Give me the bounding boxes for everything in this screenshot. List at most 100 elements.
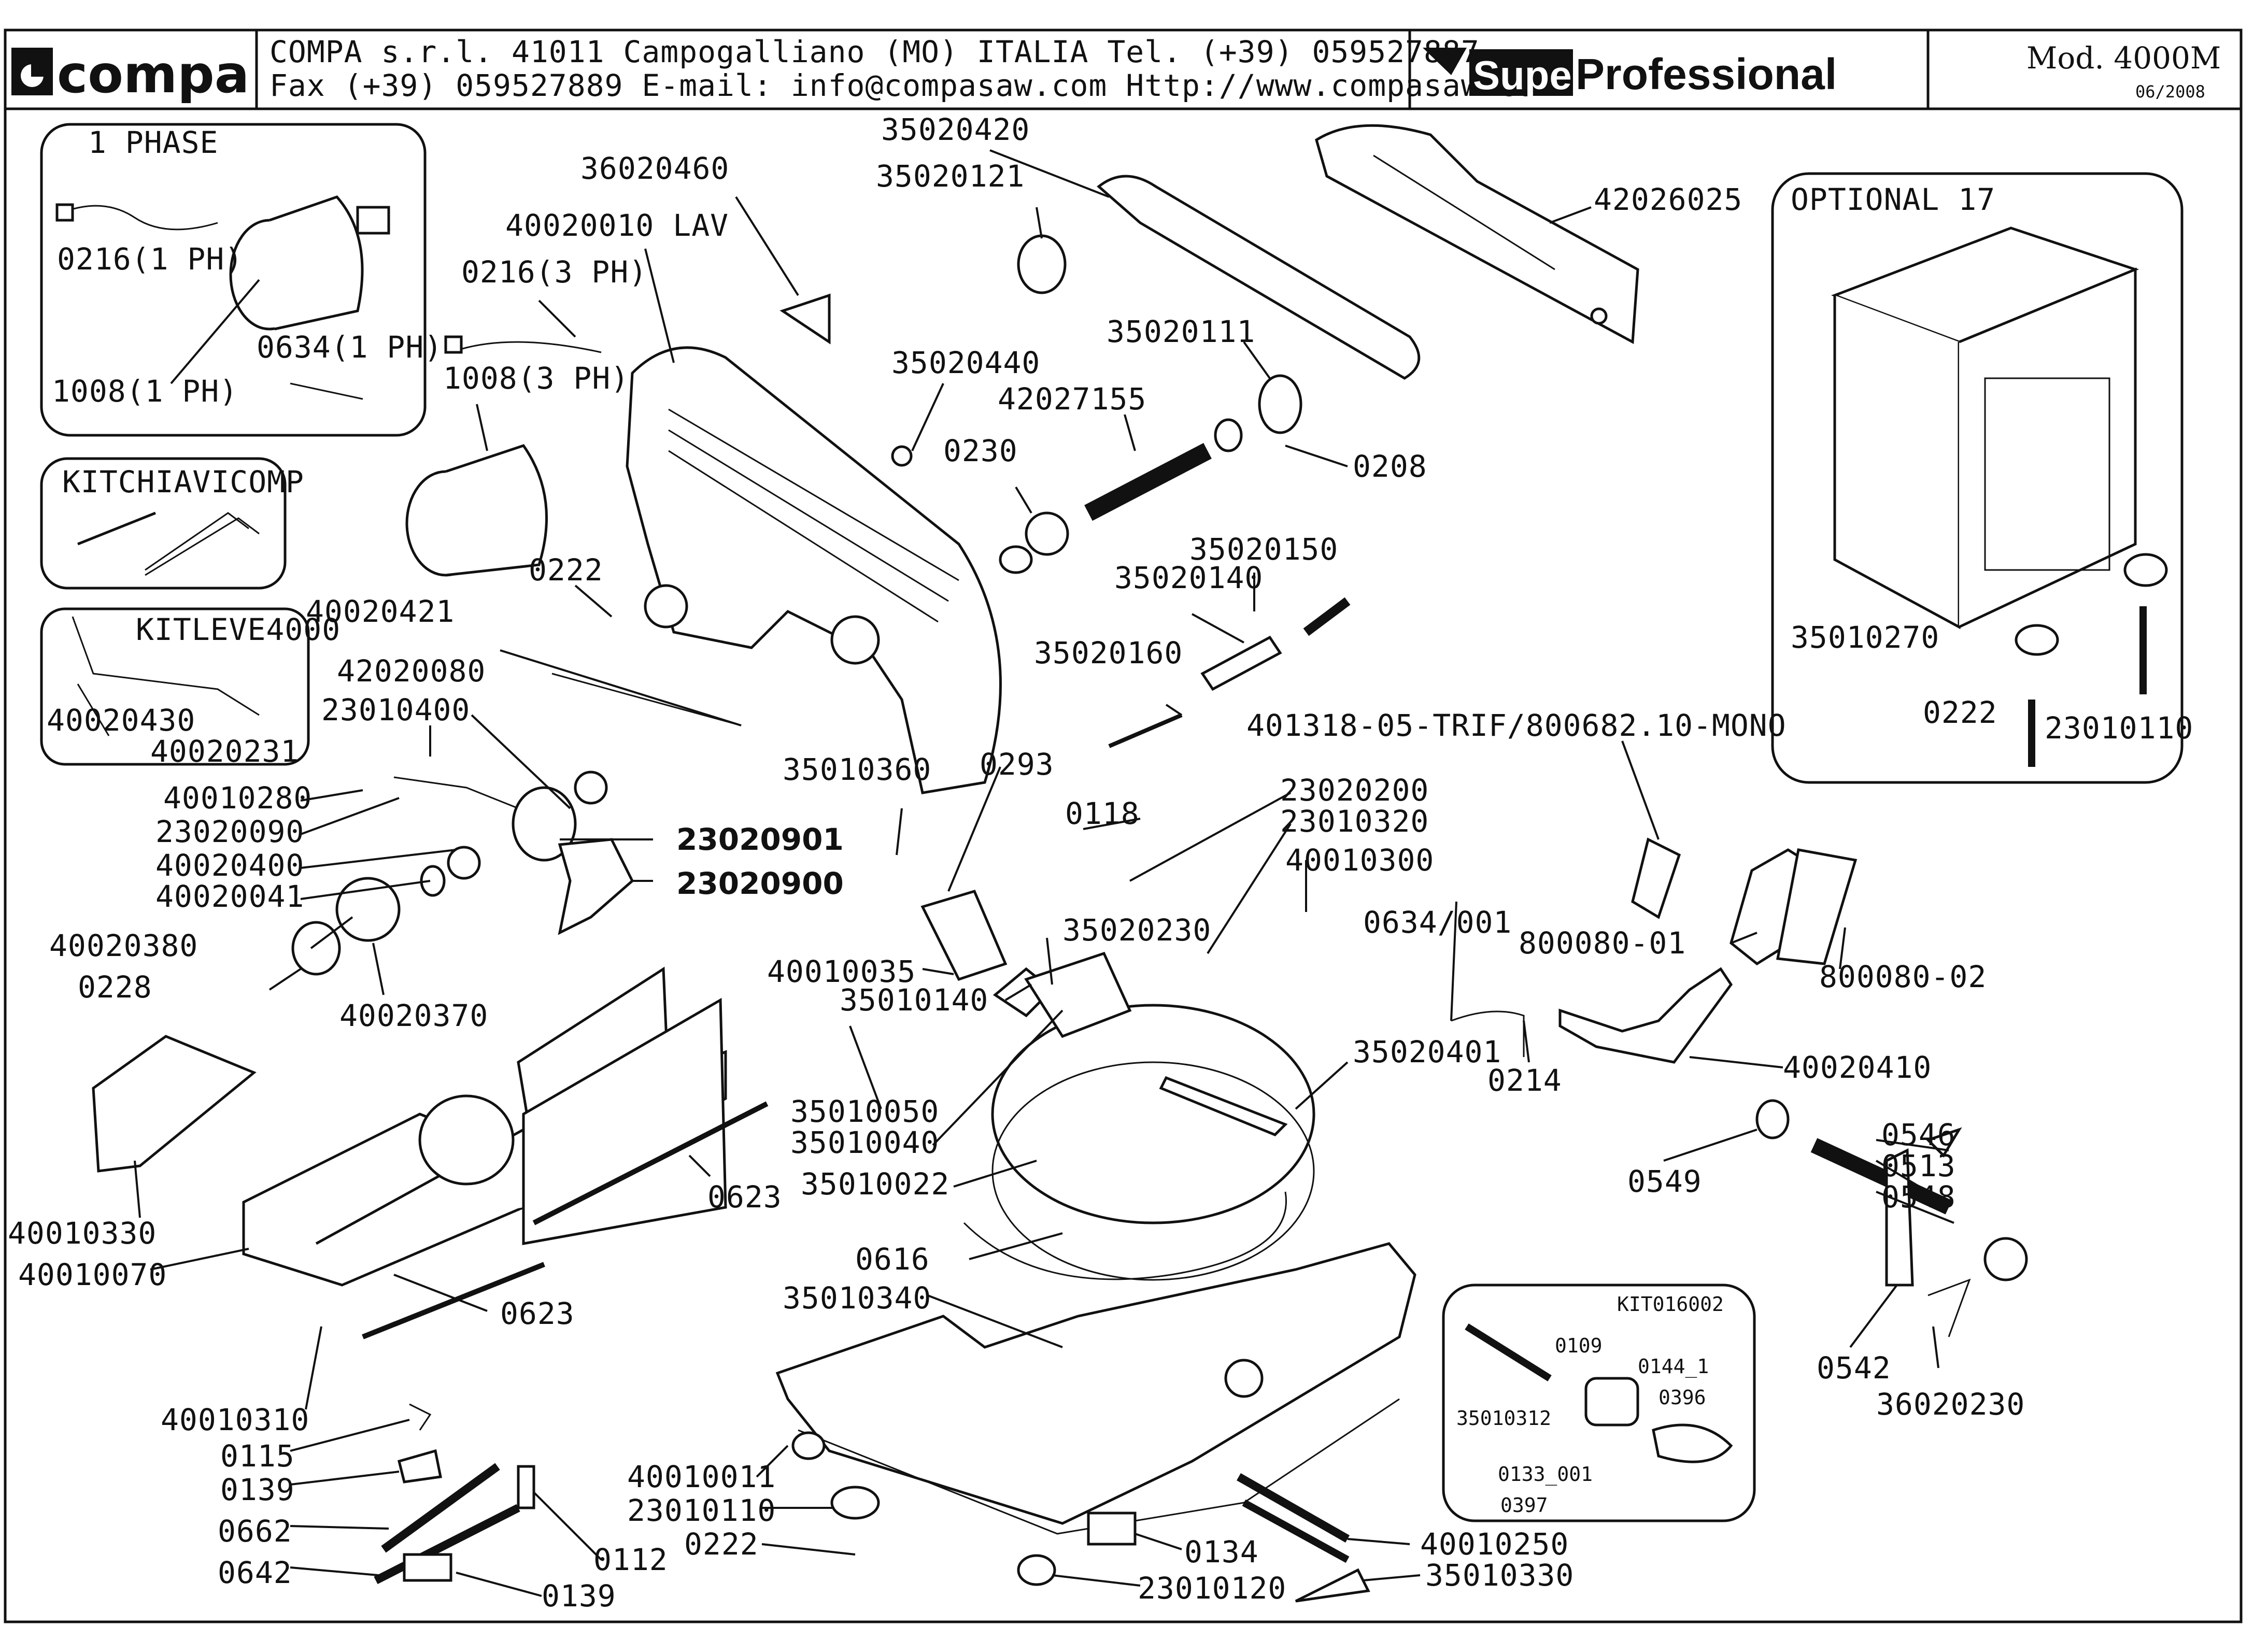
label-35010270: 35010270 <box>1791 620 1939 655</box>
kit016002-title: KIT016002 <box>1617 1293 1724 1316</box>
label-35010360: 35010360 <box>783 752 931 787</box>
label-kitleve4000: 40020421 <box>306 594 455 629</box>
lock-rods-and-bits <box>374 1403 1370 1603</box>
belt-cover <box>1315 124 1639 345</box>
label-23020900: 23020900 <box>676 866 844 901</box>
label-23010110a: 23010110 <box>2045 710 2193 746</box>
brand-professional: Professional <box>1576 50 1837 98</box>
label-35020440: 35020440 <box>891 345 1040 380</box>
label-0549: 0549 <box>1627 1164 1702 1199</box>
turntable-and-base <box>775 889 1416 1535</box>
label-40010035: 40010035 <box>767 954 916 989</box>
label-0230: 0230 <box>943 433 1018 468</box>
motor-3ph <box>405 335 602 577</box>
label-35010330: 35010330 <box>1425 1558 1574 1593</box>
label-35020111: 35020111 <box>1107 314 1255 349</box>
label-0662: 0662 <box>218 1514 292 1549</box>
blade-guard <box>626 346 1002 794</box>
label-40020421: 40020231 <box>150 734 299 769</box>
label-40020410: 40020410 <box>1783 1050 1932 1085</box>
label-40010280: 40010280 <box>163 780 312 816</box>
brand-super: Super <box>1473 52 1587 98</box>
label-0112: 0112 <box>593 1542 668 1577</box>
leader-lines <box>134 149 1954 1597</box>
label-1008-1ph: 1008(1 PH) <box>52 374 238 409</box>
label-40020370: 40020370 <box>339 998 488 1033</box>
label-35010312: 35010312 <box>1456 1407 1551 1430</box>
label-0208: 0208 <box>1353 449 1427 484</box>
label-35020401: 35020401 <box>1353 1034 1501 1069</box>
one-phase-title: 1 PHASE <box>88 125 218 160</box>
label-0513: 0513 <box>1881 1148 1956 1183</box>
label-0133_001: 0133_001 <box>1498 1463 1593 1486</box>
label-23010400: 23010400 <box>321 692 470 728</box>
label-0396: 0396 <box>1659 1386 1706 1409</box>
label-35010040: 35010040 <box>790 1125 939 1160</box>
label-0139a: 0139 <box>220 1472 295 1507</box>
label-0222c: 0222 <box>684 1527 759 1562</box>
model-number: Mod. 4000M <box>2026 40 2221 76</box>
optional-title: OPTIONAL 17 <box>1791 182 1995 217</box>
optional-17-box: OPTIONAL 17 35010270 0222 23010110 <box>1771 172 2193 784</box>
label-0139b: 0139 <box>542 1578 616 1614</box>
label-40010250: 40010250 <box>1420 1527 1569 1562</box>
label-40010310: 40010310 <box>161 1402 309 1437</box>
label-0216-1ph: 0216(1 PH) <box>57 241 243 277</box>
part-number-labels: 36020460 40020010 LAV 0216(3 PH) 1008(3 … <box>8 112 2025 1614</box>
label-36020460: 36020460 <box>580 151 729 186</box>
label-0115: 0115 <box>220 1438 295 1474</box>
label-0134: 0134 <box>1184 1534 1259 1570</box>
label-40020010: 40020010 LAV <box>505 208 729 243</box>
label-35020160: 35020160 <box>1034 635 1183 671</box>
label-35010340: 35010340 <box>783 1280 931 1316</box>
label-35020121: 35020121 <box>876 159 1025 194</box>
label-0642: 0642 <box>218 1555 292 1590</box>
label-35020150: 35020150 <box>1189 532 1338 567</box>
switch-and-handle <box>1558 837 2028 1337</box>
label-0222a: 0222 <box>529 552 603 588</box>
kit016002-box: KIT016002 0109 0144_1 0396 35010312 0133… <box>1442 1284 1756 1522</box>
label-35020420: 35020420 <box>881 112 1030 147</box>
label-42026025: 42026025 <box>1594 182 1742 217</box>
label-0228: 0228 <box>78 969 152 1005</box>
label-40010070: 40010070 <box>18 1257 167 1292</box>
one-phase-box: 1 PHASE 0216(1 PH) 0634(1 PH) 1008(1 PH) <box>40 123 443 437</box>
label-401318: 401318-05-TRIF/800682.10-MONO <box>1246 708 1787 743</box>
label-35010140: 35010140 <box>840 982 988 1018</box>
label-35010022: 35010022 <box>801 1166 949 1202</box>
fence-and-table-left <box>92 966 769 1339</box>
label-0222b: 0222 <box>1923 695 1997 730</box>
label-0634-001: 0634/001 <box>1363 905 1512 940</box>
label-40020041: 40020041 <box>155 879 304 914</box>
kit-keys-box: KITCHIAVICOMP <box>40 457 304 590</box>
label-0634-1ph: 0634(1 PH) <box>257 330 443 365</box>
label-1008-3ph: 1008(3 PH) <box>443 361 629 396</box>
label-40010011: 40010011 <box>627 1459 776 1494</box>
label-0214: 0214 <box>1487 1063 1562 1098</box>
label-40020430: KITLEVE4000 <box>136 612 341 647</box>
label-40020231: 40020430 <box>47 703 195 738</box>
label-0118: 0118 <box>1065 796 1140 831</box>
kit-keys-title: KITCHIAVICOMP <box>62 464 304 500</box>
label-36020230: 36020230 <box>1876 1387 2025 1422</box>
label-800080-02: 800080-02 <box>1819 959 1987 994</box>
label-800080-01: 800080-01 <box>1519 925 1686 961</box>
label-0293: 0293 <box>980 747 1054 782</box>
label-35010050: 35010050 <box>790 1094 939 1129</box>
label-40020380: 40020380 <box>49 928 198 963</box>
company-contacts: Fax (+39) 059527889 E-mail: info@compasa… <box>270 68 1554 103</box>
label-0623a: 0623 <box>707 1179 782 1215</box>
label-0216-3ph: 0216(3 PH) <box>461 254 647 290</box>
logo-text: compa <box>57 44 249 105</box>
belt <box>1097 175 1421 380</box>
label-42020080: 42020080 <box>337 653 486 689</box>
cable-0214 <box>1451 1010 1525 1057</box>
company-address: COMPA s.r.l. 41011 Campogalliano (MO) IT… <box>270 34 1480 69</box>
small-parts-upper <box>779 234 1351 748</box>
label-23020200: 23020200 <box>1280 773 1429 808</box>
label-23020090: 23020090 <box>155 814 304 849</box>
revision-date: 06/2008 <box>2135 82 2205 102</box>
label-0623b: 0623 <box>500 1296 575 1331</box>
